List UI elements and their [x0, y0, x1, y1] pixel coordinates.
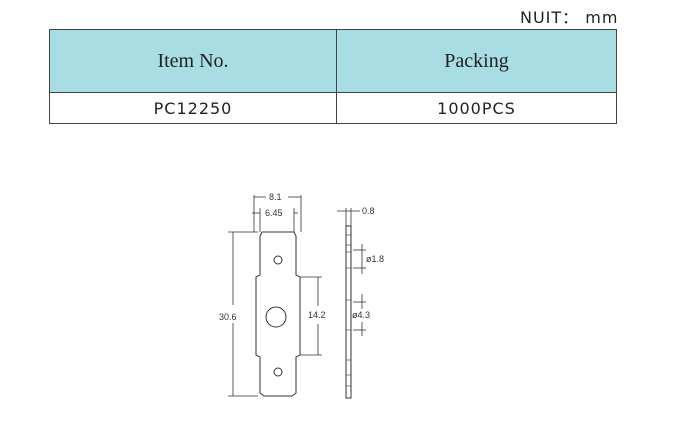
header-packing: Packing: [336, 29, 617, 93]
dim-hole-small: ø1.8: [366, 254, 384, 264]
spec-table: Item No. Packing PC12250 1000PCS: [49, 29, 617, 124]
cell-item-no: PC12250: [49, 92, 337, 124]
table-header-row: Item No. Packing: [49, 29, 617, 93]
dim-width-total: 8.1: [269, 192, 282, 202]
dim-mid-length: 14.2: [308, 310, 326, 320]
dim-length-total: 30.6: [219, 312, 237, 322]
side-view-terminal: [345, 225, 352, 399]
dim-thickness: 0.8: [362, 206, 375, 216]
dim-width-inner: 6.45: [265, 208, 283, 218]
dim-hole-large: ø4.3: [352, 310, 370, 320]
large-hole-center: [265, 306, 287, 328]
units-note: NUIT： mm: [520, 8, 619, 27]
terminal-outline: [255, 231, 301, 397]
header-item-no: Item No.: [49, 29, 337, 93]
cell-packing: 1000PCS: [336, 92, 617, 124]
small-hole-bottom: [273, 367, 283, 377]
table-row: PC12250 1000PCS: [49, 92, 617, 124]
small-hole-top: [273, 255, 283, 265]
